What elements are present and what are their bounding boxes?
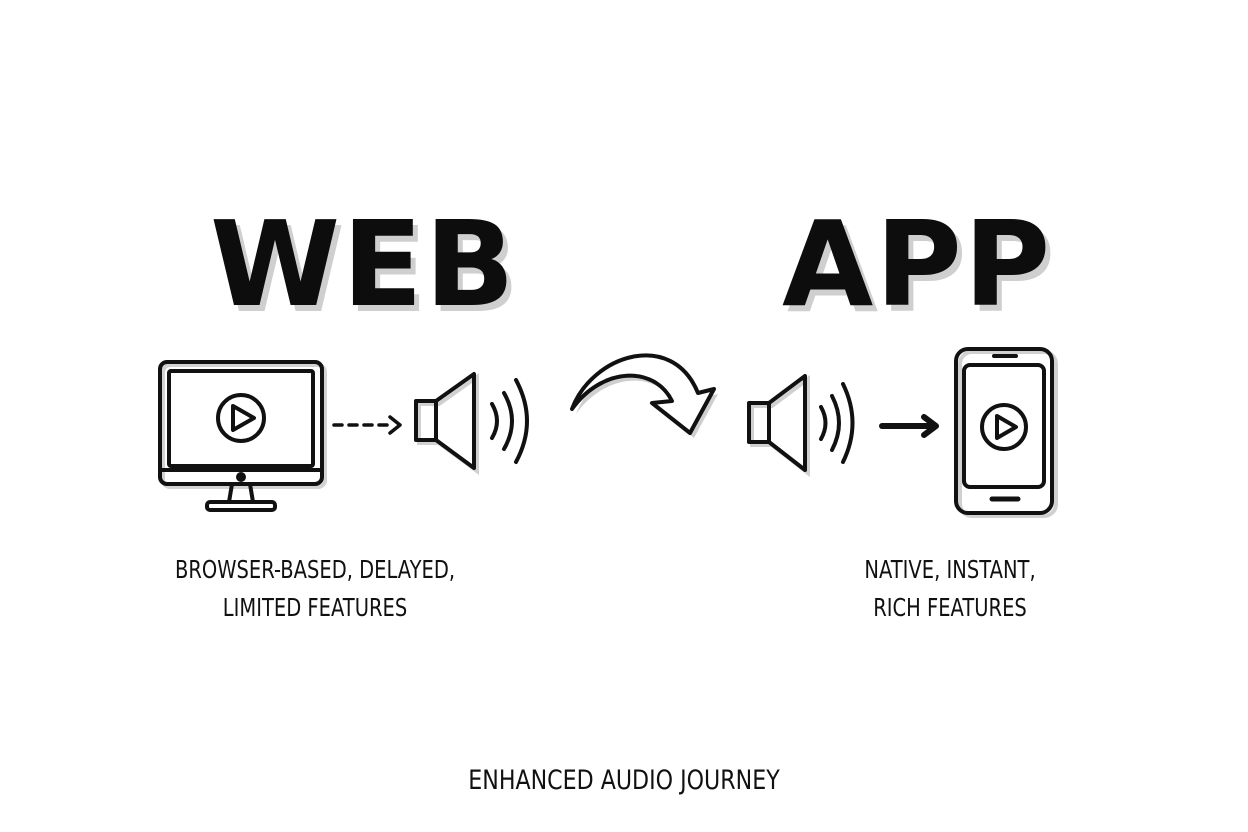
footer-title: ENHANCED AUDIO JOURNEY xyxy=(468,765,780,796)
solid-arrow-icon xyxy=(879,414,939,438)
app-caption-line-1: NATIVE, INSTANT, xyxy=(864,555,1036,584)
app-title: APP xyxy=(782,195,1053,333)
smartphone-icon xyxy=(954,347,1058,518)
speaker-icon xyxy=(414,372,529,475)
play-icon xyxy=(980,403,1028,451)
play-icon xyxy=(216,393,266,443)
speaker-icon xyxy=(747,374,855,478)
desktop-monitor-icon xyxy=(158,360,327,512)
web-title: WEB xyxy=(210,195,517,333)
web-caption-line-1: BROWSER-BASED, DELAYED, xyxy=(174,555,456,584)
curved-arrow-icon xyxy=(570,353,718,438)
dashed-arrow-icon xyxy=(332,415,402,435)
web-caption-line-2: LIMITED FEATURES xyxy=(222,593,408,622)
web-caption: BROWSER-BASED, DELAYED, LIMITED FEATURES xyxy=(163,551,467,627)
app-caption-line-2: RICH FEATURES xyxy=(873,593,1027,622)
app-caption: NATIVE, INSTANT, RICH FEATURES xyxy=(833,551,1067,627)
